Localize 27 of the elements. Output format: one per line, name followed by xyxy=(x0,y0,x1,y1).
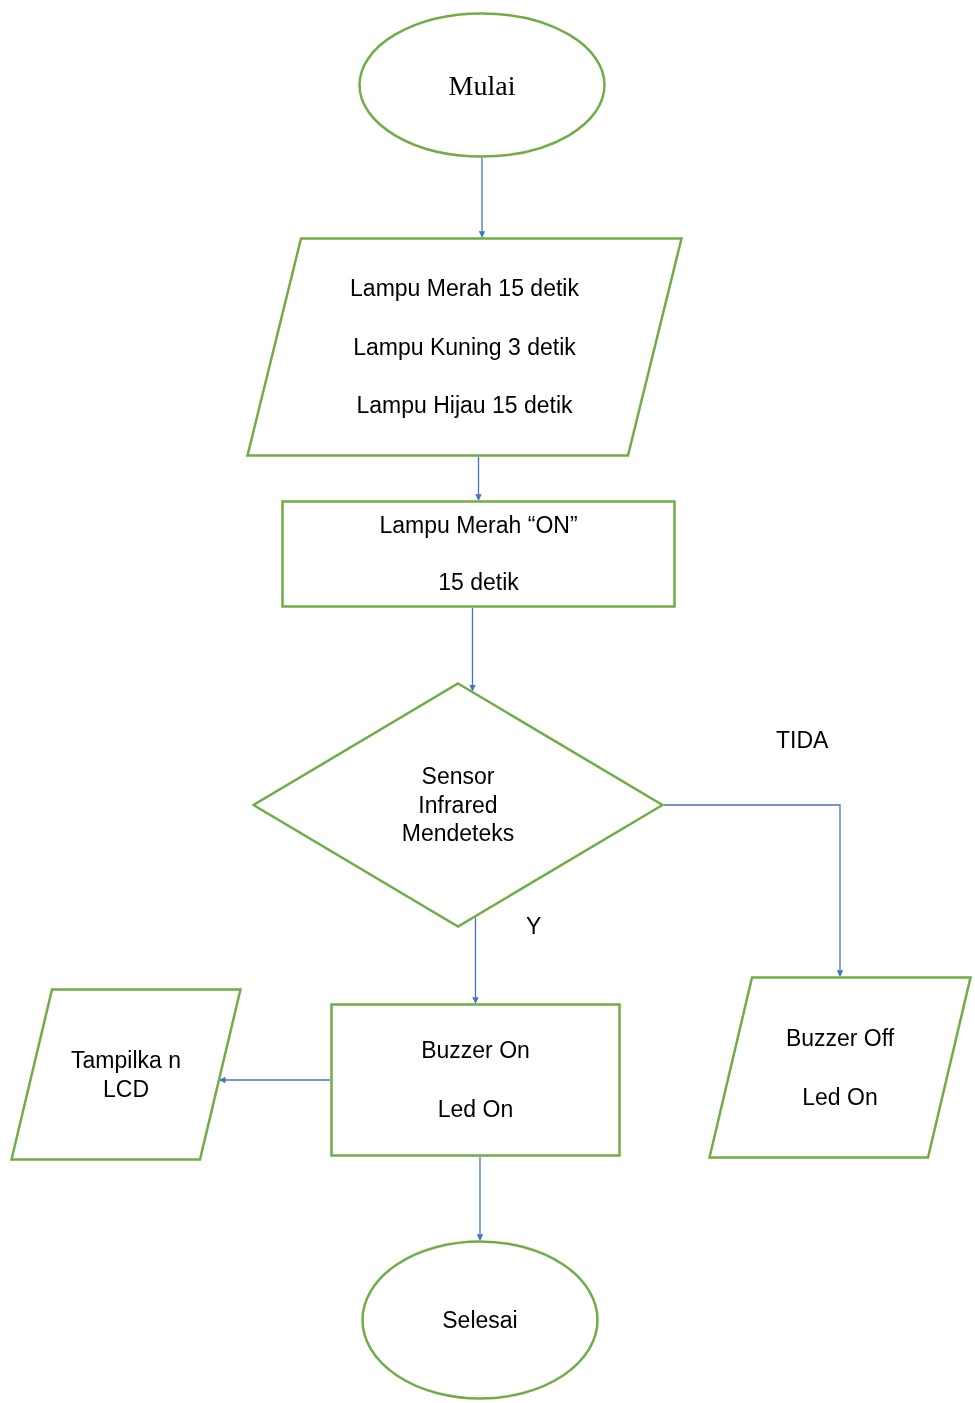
node-label: Lampu Hijau 15 detik xyxy=(356,391,573,421)
arrow xyxy=(478,157,486,238)
node-label: Led On xyxy=(802,1082,878,1112)
arrow xyxy=(663,804,844,977)
node-label: Buzzer On xyxy=(421,1036,530,1065)
input-parallelogram xyxy=(246,237,683,457)
process-box xyxy=(330,1003,621,1157)
start-terminal xyxy=(358,12,606,158)
node-label: 15 detik xyxy=(438,568,519,597)
node-label: Mulai xyxy=(448,68,516,103)
arrow xyxy=(475,456,482,501)
node-label: Tampilka n LCD xyxy=(71,1045,181,1104)
node-label: Sensor Infrared Mendeteks xyxy=(400,761,516,849)
output-parallelogram xyxy=(10,988,242,1161)
node-label: Buzzer Off xyxy=(785,1023,895,1053)
end-terminal xyxy=(361,1240,599,1400)
arrow xyxy=(476,1156,484,1241)
node-label: Lampu Kuning 3 detik xyxy=(353,332,576,362)
node-label: Lampu Merah 15 detik xyxy=(350,273,579,303)
arrow xyxy=(472,916,479,1004)
node-label: Led On xyxy=(437,1095,514,1124)
process-box xyxy=(281,500,676,608)
node-label: Lampu Merah “ON” xyxy=(379,511,578,540)
output-parallelogram xyxy=(708,976,972,1159)
arrow xyxy=(469,607,476,692)
arrow xyxy=(219,1076,331,1084)
node-label: Selesai xyxy=(442,1305,518,1335)
